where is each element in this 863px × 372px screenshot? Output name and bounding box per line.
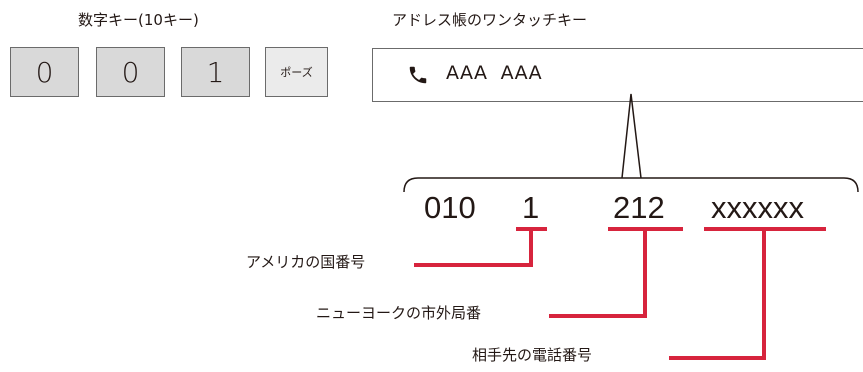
country-code: 1 xyxy=(522,190,540,225)
international-prefix: 010 xyxy=(424,190,476,225)
pause-key[interactable]: ポーズ xyxy=(265,47,328,97)
numeric-key-1[interactable]: 1 xyxy=(181,47,250,97)
phone-icon xyxy=(409,66,427,84)
numeric-key-0[interactable]: 0 xyxy=(10,47,79,97)
numeric-key-0-second[interactable]: 0 xyxy=(96,47,165,97)
one-touch-key-caption: アドレス帳のワンタッチキー xyxy=(392,11,588,29)
country-code-leader xyxy=(414,229,533,267)
local-number-label: 相手先の電話番号 xyxy=(472,346,593,364)
area-code-label: ニューヨークの市外局番 xyxy=(316,304,482,322)
area-code: 212 xyxy=(613,190,665,225)
local-number-leader xyxy=(669,229,766,360)
one-touch-key[interactable]: AAA AAA xyxy=(372,48,863,102)
pointer-callout xyxy=(621,93,642,179)
country-code-label: アメリカの国番号 xyxy=(246,253,366,271)
local-number: xxxxxx xyxy=(711,190,804,225)
area-code-leader xyxy=(549,229,647,318)
one-touch-key-label: AAA AAA xyxy=(446,62,543,84)
number-brace xyxy=(403,177,859,193)
numeric-keys-caption: 数字キー(10キー) xyxy=(78,11,199,29)
